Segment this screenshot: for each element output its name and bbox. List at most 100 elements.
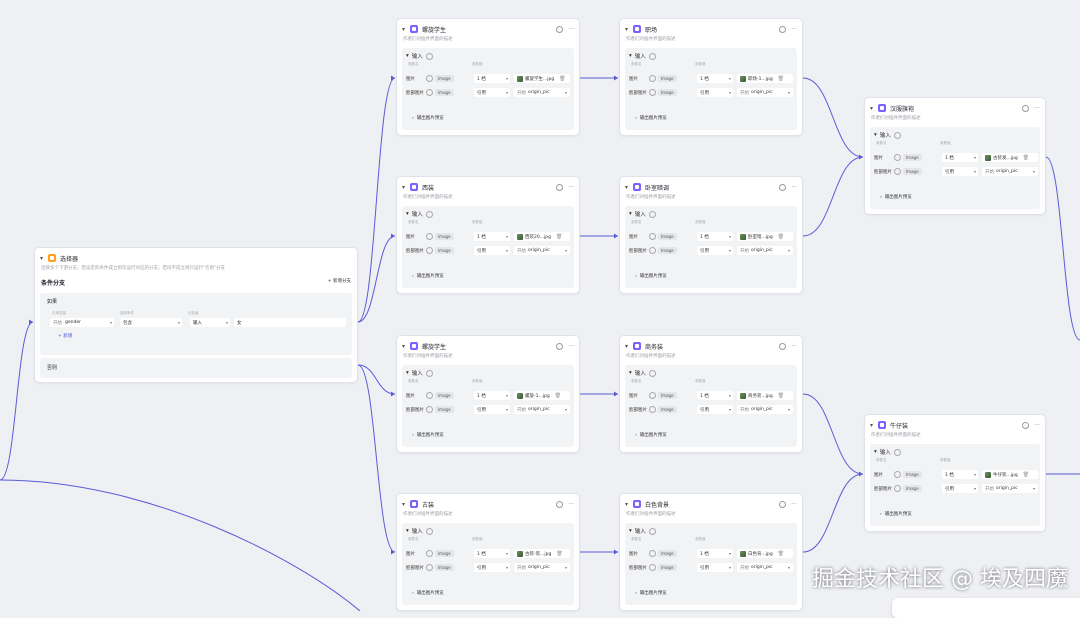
debug-icon[interactable] [779,342,787,350]
debug-icon[interactable] [556,342,564,350]
output-preview-toggle[interactable]: › 输出图片预览 [412,273,444,280]
position-select[interactable]: 引用 ▾ [474,88,510,97]
input-section-title[interactable]: ▾ 输入 [406,52,435,60]
delete-icon[interactable]: 🗑 [777,550,785,557]
input-section-title[interactable]: ▾ 输入 [874,448,903,456]
more-icon[interactable]: ··· [791,342,797,350]
more-icon[interactable]: ··· [568,25,574,33]
plugin-node[interactable]: ▾ 汉服旗袍 ··· 作者们对插件界面的描述 ▾ 输入 参数名 参数值 图片 I… [864,97,1046,215]
compare-value-input[interactable]: 女 [234,318,346,327]
quality-select[interactable]: 1 档 ▾ [942,470,978,479]
delete-icon[interactable]: 🗑 [777,233,785,240]
face-value[interactable]: 开始 origin_pic ▾ [737,405,793,414]
input-section-title[interactable]: ▾ 输入 [874,131,903,139]
more-icon[interactable]: ··· [1034,421,1040,429]
face-value[interactable]: 开始 origin_pic ▾ [737,246,793,255]
plugin-node[interactable]: ▾ 商务装 ··· 作者们对插件界面的描述 ▾ 输入 参数名 参数值 图片 Im… [619,335,803,453]
more-icon[interactable]: ··· [568,342,574,350]
output-preview-toggle[interactable]: › 输出图片预览 [635,590,667,597]
quality-select[interactable]: 1 档 ▾ [697,232,733,241]
add-branch-button[interactable]: + 新增分支 [327,279,351,284]
operator-select[interactable]: 包含 ▾ [120,318,182,327]
position-select[interactable]: 引用 ▾ [942,484,978,493]
more-icon[interactable]: ··· [568,183,574,191]
face-value[interactable]: 开始 origin_pic ▾ [514,246,570,255]
chevron-down-icon[interactable]: ▾ [402,342,406,350]
output-preview-toggle[interactable]: › 输出图片预览 [635,115,667,122]
input-section-title[interactable]: ▾ 输入 [406,210,435,218]
face-value[interactable]: 开始 origin_pic ▾ [737,88,793,97]
more-icon[interactable]: ··· [568,500,574,508]
value-type-select[interactable]: 输入 ▾ [190,318,230,327]
chevron-down-icon[interactable]: ▾ [40,254,44,262]
chevron-down-icon[interactable]: ▾ [870,421,874,429]
chevron-down-icon[interactable]: ▾ [625,183,629,191]
input-section-title[interactable]: ▾ 输入 [406,369,435,377]
more-icon[interactable]: ··· [1034,104,1040,112]
canvas-toolbar[interactable] [892,598,1080,618]
debug-icon[interactable] [779,500,787,508]
debug-icon[interactable] [1022,104,1030,112]
quality-select[interactable]: 1 档 ▾ [474,391,510,400]
face-value[interactable]: 开始 origin_pic ▾ [514,88,570,97]
plugin-node[interactable]: ▾ 古装 ··· 作者们对插件界面的描述 ▾ 输入 参数名 参数值 图片 Ima… [396,493,580,611]
face-value[interactable]: 开始 origin_pic ▾ [514,405,570,414]
input-section-title[interactable]: ▾ 输入 [629,52,658,60]
more-icon[interactable]: ··· [791,500,797,508]
face-value[interactable]: 开始 origin_pic ▾ [982,167,1038,176]
position-select[interactable]: 引用 ▾ [474,563,510,572]
input-section-title[interactable]: ▾ 输入 [629,369,658,377]
quality-select[interactable]: 1 档 ▾ [474,74,510,83]
plugin-node[interactable]: ▾ 牛仔装 ··· 作者们对插件界面的描述 ▾ 输入 参数名 参数值 图片 Im… [864,414,1046,532]
condition-node[interactable]: ▾ 选择器 连接多个下游分支，若设定的条件成立则仅运行对应的分支，若均不成立则只… [34,247,358,383]
input-section-title[interactable]: ▾ 输入 [629,527,658,535]
chevron-down-icon[interactable]: ▾ [402,25,406,33]
chevron-down-icon[interactable]: ▾ [625,500,629,508]
image-value[interactable]: 牛仔装...jpg 🗑 [982,470,1038,479]
plugin-node[interactable]: ▾ 职场 ··· 作者们对插件界面的描述 ▾ 输入 参数名 参数值 图片 Ima… [619,18,803,136]
output-preview-toggle[interactable]: › 输出图片预览 [880,194,912,201]
delete-icon[interactable]: 🗑 [777,75,785,82]
image-value[interactable]: 古装发...jpg 🗑 [982,153,1038,162]
face-value[interactable]: 开始 origin_pic ▾ [737,563,793,572]
plugin-node[interactable]: ▾ 螺旋学生 ··· 作者们对插件界面的描述 ▾ 输入 参数名 参数值 图片 I… [396,335,580,453]
face-value[interactable]: 开始 origin_pic ▾ [514,563,570,572]
input-section-title[interactable]: ▾ 输入 [629,210,658,218]
position-select[interactable]: 引用 ▾ [697,405,733,414]
image-value[interactable]: 职场-1...jpg 🗑 [737,74,793,83]
image-value[interactable]: 商务装...jpg 🗑 [737,391,793,400]
output-preview-toggle[interactable]: › 输出图片预览 [412,115,444,122]
debug-icon[interactable] [556,500,564,508]
ref-var-select[interactable]: 开始 gender ▾ [50,318,114,327]
debug-icon[interactable] [779,25,787,33]
image-value[interactable]: 螺旋-1...jpg 🗑 [514,391,570,400]
output-preview-toggle[interactable]: › 输出图片预览 [880,511,912,518]
output-preview-toggle[interactable]: › 输出图片预览 [635,432,667,439]
delete-icon[interactable]: 🗑 [554,392,562,399]
position-select[interactable]: 引用 ▾ [474,246,510,255]
debug-icon[interactable] [556,183,564,191]
delete-icon[interactable]: 🗑 [559,75,566,82]
delete-icon[interactable]: 🗑 [555,233,563,240]
plugin-node[interactable]: ▾ 卧室暗调 ··· 作者们对插件界面的描述 ▾ 输入 参数名 参数值 图片 I… [619,176,803,294]
image-value[interactable]: 螺旋学生...jpg 🗑 [514,74,570,83]
more-icon[interactable]: ··· [791,183,797,191]
delete-icon[interactable]: 🗑 [1022,471,1030,478]
quality-select[interactable]: 1 档 ▾ [474,232,510,241]
delete-icon[interactable]: 🗑 [556,550,563,557]
debug-icon[interactable] [779,183,787,191]
image-value[interactable]: 古装-装...jpg 🗑 [514,549,570,558]
chevron-down-icon[interactable]: ▾ [402,183,406,191]
image-value[interactable]: 白色背...jpg 🗑 [737,549,793,558]
output-preview-toggle[interactable]: › 输出图片预览 [412,432,444,439]
plugin-node[interactable]: ▾ 螺旋学生 ··· 作者们对插件界面的描述 ▾ 输入 参数名 参数值 图片 I… [396,18,580,136]
output-preview-toggle[interactable]: › 输出图片预览 [412,590,444,597]
image-value[interactable]: 西装20...jpg 🗑 [514,232,570,241]
delete-icon[interactable]: 🗑 [777,392,785,399]
position-select[interactable]: 引用 ▾ [697,563,733,572]
more-icon[interactable]: ··· [791,25,797,33]
chevron-down-icon[interactable]: ▾ [870,104,874,112]
image-value[interactable]: 卧室暗...jpg 🗑 [737,232,793,241]
quality-select[interactable]: 1 档 ▾ [942,153,978,162]
